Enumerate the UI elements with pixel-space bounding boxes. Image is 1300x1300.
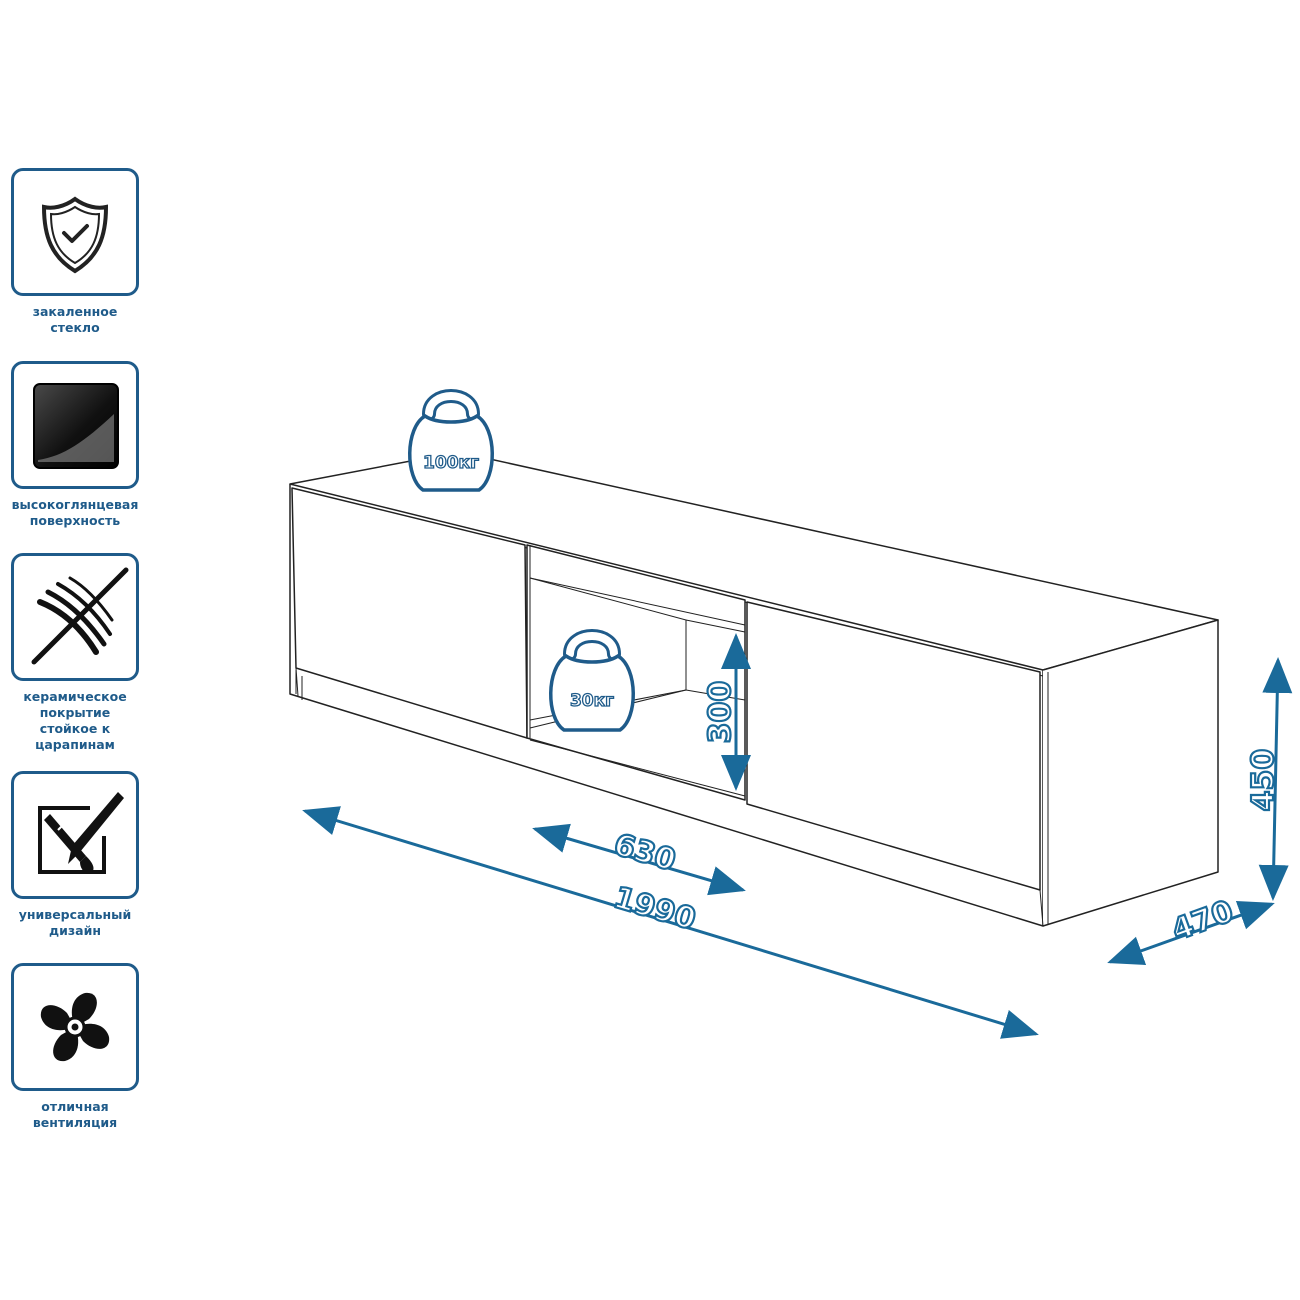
glossy-square-icon <box>33 383 119 469</box>
feature-label: керамическое покрытие стойкое к царапина… <box>23 689 127 752</box>
top-load-label: 100кг <box>423 453 479 473</box>
kettlebell-top-icon <box>408 389 494 492</box>
dimension-lines <box>302 633 1293 1039</box>
feature-box <box>11 963 139 1091</box>
dim-height-label: 450 <box>1246 749 1281 812</box>
feature-box <box>11 168 139 296</box>
dim-niche-width-line <box>532 823 746 896</box>
dim-depth-label: 470 <box>1167 894 1238 948</box>
feature-label: универсальный дизайн <box>18 907 132 938</box>
dim-total-width-label: 1990 <box>610 880 700 937</box>
feature-label: отличная вентиляция <box>32 1099 118 1130</box>
dim-niche-height-label: 300 <box>703 681 738 744</box>
kettlebell-shelf-icon <box>549 629 635 732</box>
shelf-load-label: 30кг <box>570 691 614 711</box>
dim-niche-width-label: 630 <box>610 827 680 878</box>
cabinet-outline <box>289 451 1219 927</box>
dim-height-line <box>1258 657 1293 901</box>
scratch-icon <box>31 567 129 665</box>
dim-total-width-line <box>302 806 1039 1039</box>
pencil-brush-icon <box>38 792 124 874</box>
feature-box <box>11 361 139 489</box>
feature-label: закаленное стекло <box>32 304 118 335</box>
shield-check-icon <box>41 196 109 274</box>
feature-label: высокоглянцевая поверхность <box>11 497 139 528</box>
feature-box <box>11 553 139 681</box>
feature-box <box>11 771 139 899</box>
fan-icon <box>40 992 110 1062</box>
dim-depth-line <box>1107 901 1275 965</box>
